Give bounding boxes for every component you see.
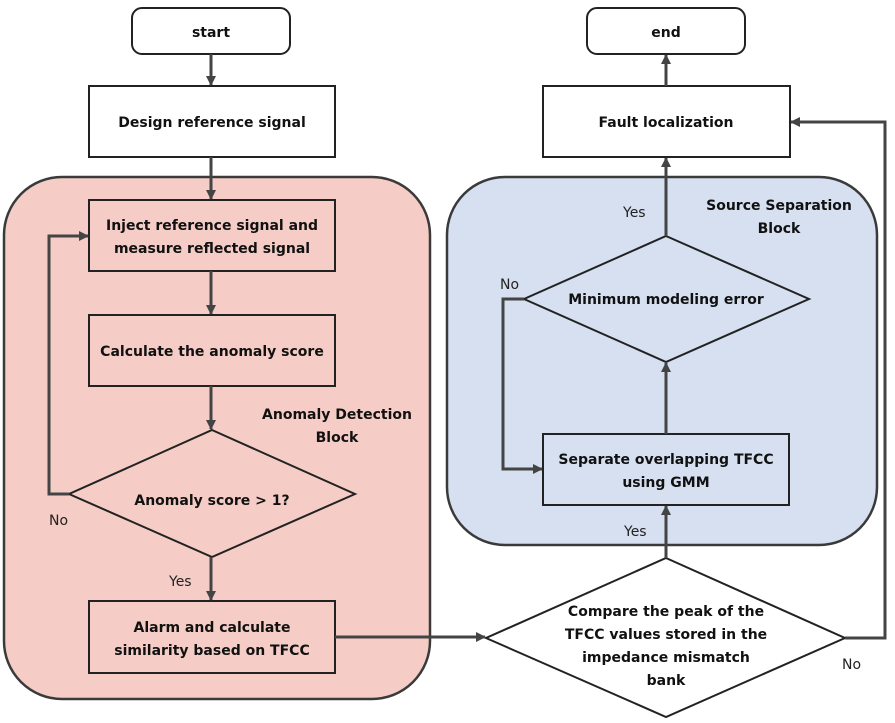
end-label: end (651, 25, 680, 41)
arrow-decision-no-loop (47, 231, 89, 496)
inject-signal-label-line1: Inject reference signal and (106, 218, 318, 234)
anomaly-yes-label: Yes (168, 574, 192, 590)
min-error-yes-label: Yes (622, 205, 646, 221)
calculate-anomaly-score-box (88, 314, 336, 387)
compare-peak-decision (483, 556, 848, 719)
compare-peak-label-line2: TFCC values stored in the (565, 627, 767, 643)
anomaly-score-decision-label: Anomaly score > 1? (134, 493, 289, 509)
alarm-similarity-box (88, 600, 336, 674)
min-error-no-label: No (500, 277, 519, 293)
alarm-similarity-label-line2: similarity based on TFCC (114, 643, 309, 659)
alarm-similarity-label-line1: Alarm and calculate (133, 620, 290, 636)
inject-signal-label-line2: measure reflected signal (114, 241, 310, 257)
compare-peak-label-line4: bank (647, 673, 686, 689)
design-reference-signal-label: Design reference signal (118, 115, 306, 131)
calculate-anomaly-score-label: Calculate the anomaly score (100, 344, 324, 360)
separate-tfcc-label-line2: using GMM (622, 475, 709, 491)
compare-yes-label: Yes (623, 524, 647, 540)
anomaly-no-label: No (49, 513, 68, 529)
inject-signal-box (88, 199, 336, 272)
fault-localization-label: Fault localization (599, 115, 734, 131)
design-reference-signal-box (88, 85, 336, 158)
separation-block-title-line2: Block (758, 221, 801, 237)
compare-peak-label-line3: impedance mismatch (582, 650, 750, 666)
arrow-compare-no-to-fault (790, 117, 887, 640)
anomaly-block-title-line2: Block (316, 430, 359, 446)
compare-peak-label-line1: Compare the peak of the (568, 604, 764, 620)
compare-no-label: No (842, 657, 861, 673)
arrow-min-error-no-loop (501, 297, 543, 474)
minimum-modeling-error-label: Minimum modeling error (568, 292, 764, 308)
start-label: start (192, 25, 230, 41)
separate-tfcc-box (542, 433, 790, 506)
anomaly-block-title-line1: Anomaly Detection (262, 407, 412, 423)
separation-block-title-line1: Source Separation (706, 198, 852, 214)
separate-tfcc-label-line1: Separate overlapping TFCC (558, 452, 773, 468)
